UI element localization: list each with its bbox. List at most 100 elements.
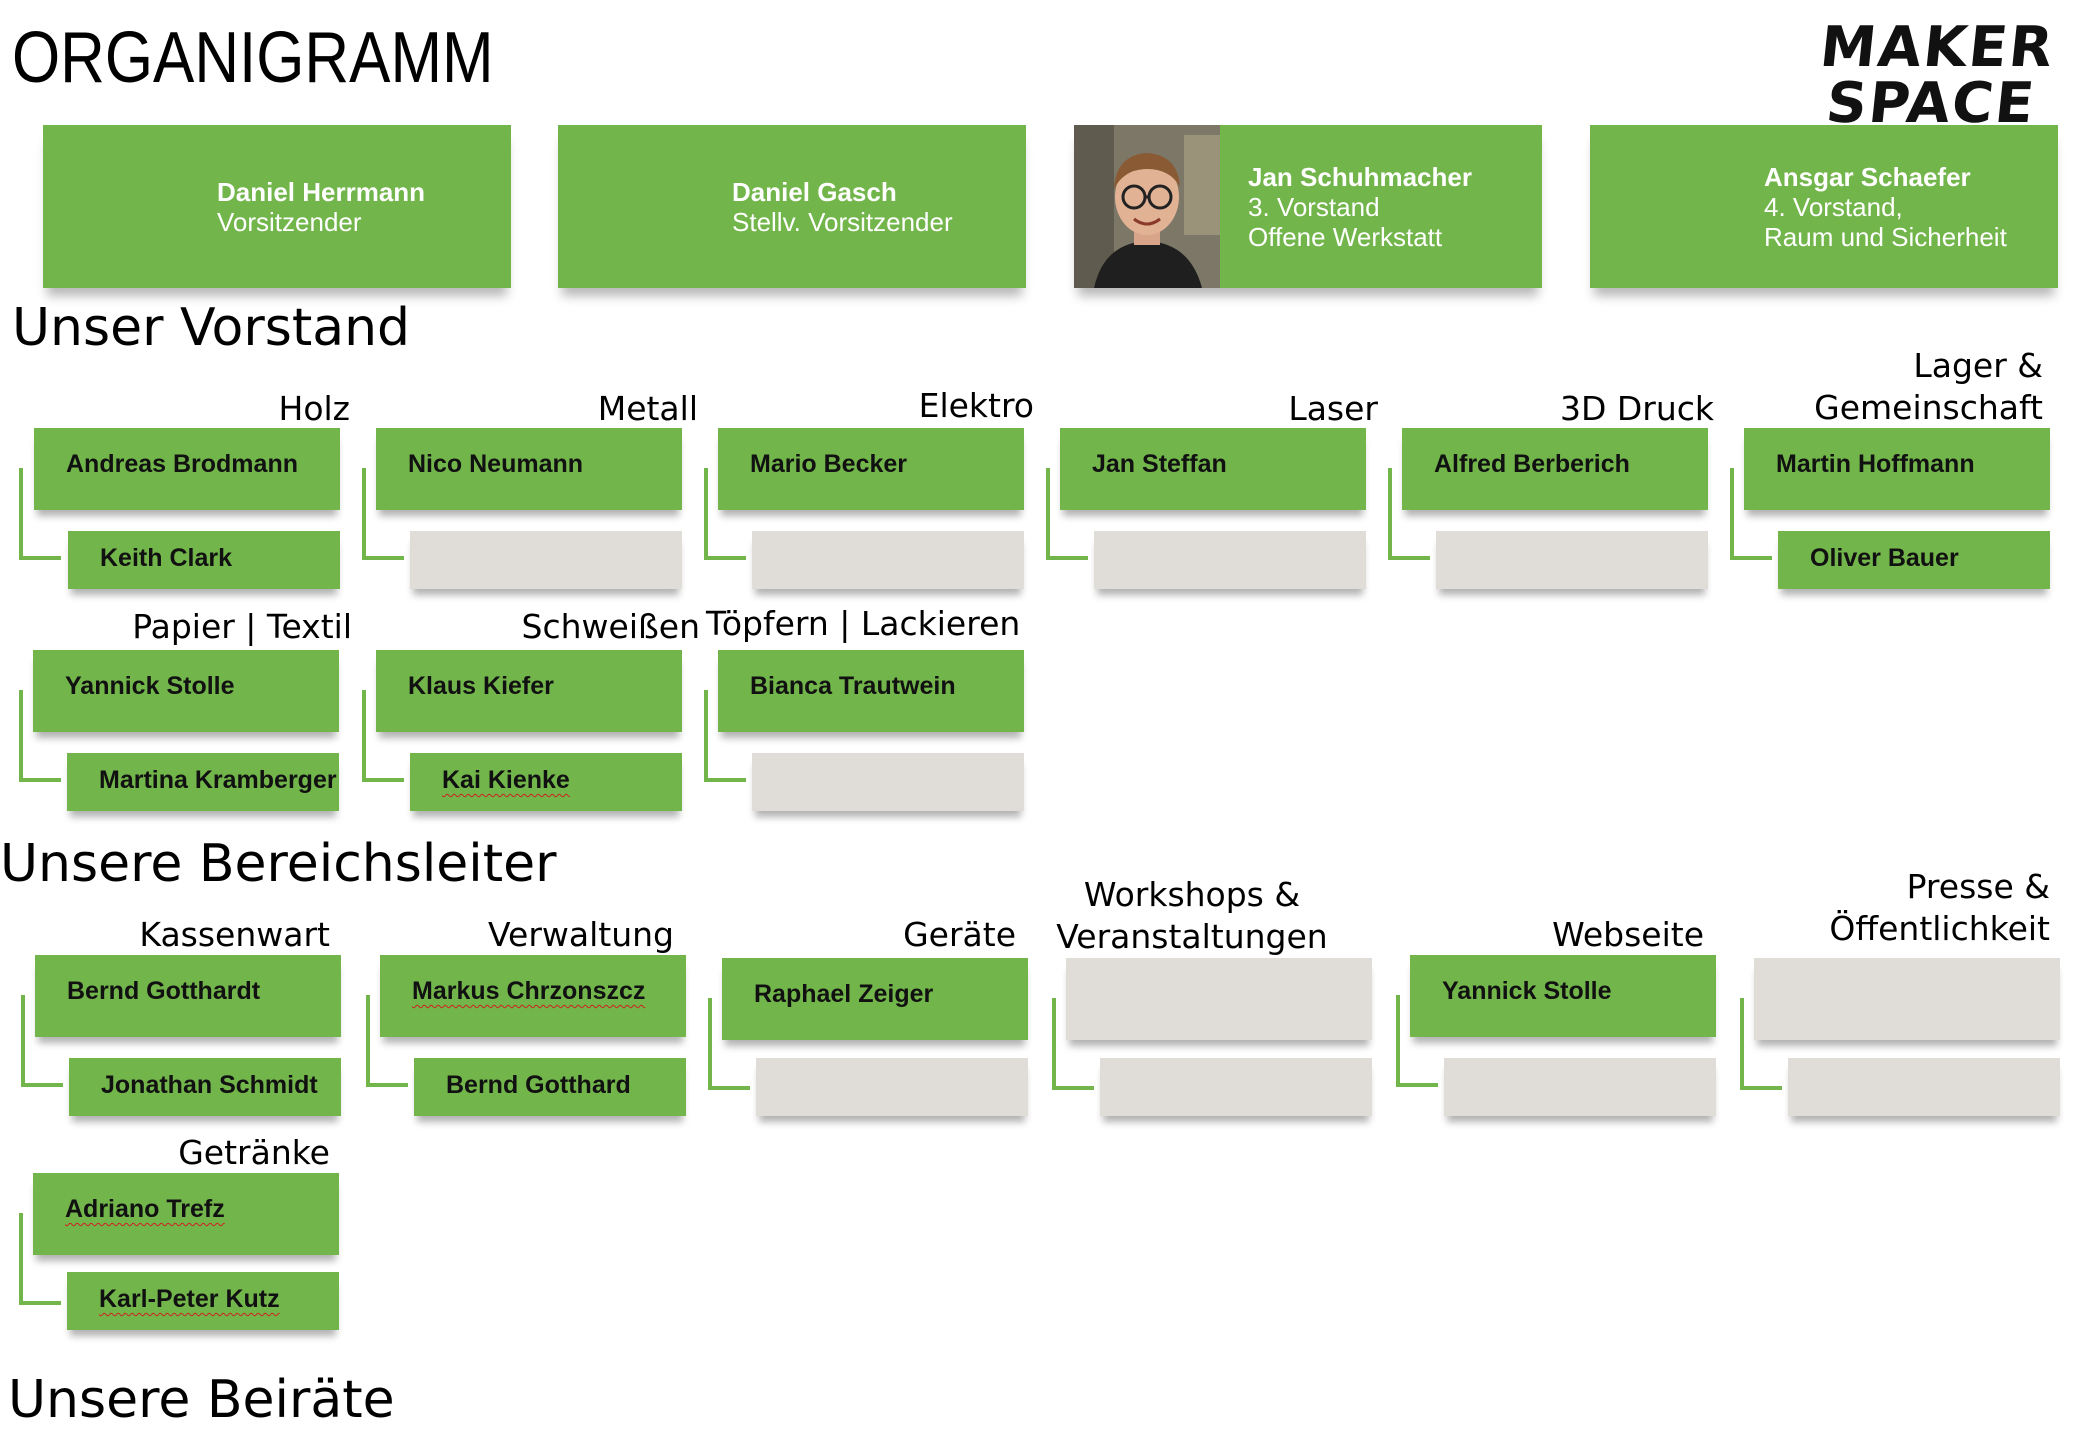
advisor-category: Webseite [1552, 915, 1704, 954]
area-member-name: Martina Kramberger [99, 766, 337, 794]
area-category: Metall [597, 389, 698, 428]
area-lead-name: Bianca Trautwein [750, 672, 956, 700]
board-member-role: 3. Vorstand Offene Werkstatt [1248, 191, 1443, 252]
area-lead-card: Jan Steffan [1060, 428, 1366, 510]
board-card: Jan Schuhmacher 3. Vorstand Offene Werks… [1074, 125, 1542, 288]
connector-line [21, 995, 63, 1087]
connector-line [366, 995, 408, 1087]
advisor-category: Getränke [178, 1133, 330, 1172]
area-member-card-empty [1436, 531, 1708, 589]
area-member-name: Kai Kienke [442, 766, 570, 794]
advisor-member-card-empty [1100, 1058, 1372, 1116]
board-heading: Unser Vorstand [12, 298, 411, 358]
advisor-lead-card-empty [1754, 958, 2060, 1040]
area-lead-name: Alfred Berberich [1434, 450, 1630, 478]
board-card: Ansgar Schaefer 4. Vorstand, Raum und Si… [1590, 125, 2058, 288]
connector-line [1046, 468, 1088, 560]
advisor-lead-card: Bernd Gotthardt [35, 955, 341, 1037]
advisor-member-card: Karl-Peter Kutz [67, 1272, 339, 1330]
advisor-lead-card-empty [1066, 958, 1372, 1040]
connector-line [362, 690, 404, 782]
area-category: 3D Druck [1559, 389, 1714, 428]
advisor-member-card-empty [1788, 1058, 2060, 1116]
connector-line [1740, 998, 1782, 1090]
advisors-heading: Unsere Beiräte [8, 1370, 395, 1430]
advisor-lead-name: Markus Chrzonszcz [412, 977, 646, 1005]
area-category: Töpfern | Lackieren [706, 604, 1021, 643]
advisor-category: Workshops & Veranstaltungen [1056, 875, 1328, 956]
advisor-category: Geräte [903, 915, 1016, 954]
area-lead-name: Jan Steffan [1092, 450, 1227, 478]
connector-line [704, 690, 746, 782]
area-member-card: Kai Kienke [410, 753, 682, 811]
area-lead-name: Andreas Brodmann [66, 450, 298, 478]
makerspace-logo: MAKER SPACE [1822, 15, 2058, 126]
connector-line [19, 468, 61, 560]
svg-text:MAKER: MAKER [1822, 15, 2058, 80]
connector-line [19, 1213, 61, 1305]
advisor-lead-name: Bernd Gotthardt [67, 977, 261, 1005]
area-lead-card: Bianca Trautwein [718, 650, 1024, 732]
area-lead-name: Yannick Stolle [65, 672, 235, 700]
area-lead-name: Mario Becker [750, 450, 908, 478]
area-lead-card: Nico Neumann [376, 428, 682, 510]
area-category: Elektro [918, 386, 1034, 425]
connector-line [19, 690, 61, 782]
area-member-card: Keith Clark [68, 531, 340, 589]
advisor-category: Kassenwart [139, 915, 330, 954]
area-member-card-empty [752, 531, 1024, 589]
advisor-member-name: Bernd Gotthard [446, 1071, 631, 1099]
area-member-card-empty [752, 753, 1024, 811]
area-lead-card: Mario Becker [718, 428, 1024, 510]
board-member-role: 4. Vorstand, Raum und Sicherheit [1764, 191, 2007, 252]
areas-heading: Unsere Bereichsleiter [0, 834, 557, 894]
area-member-name: Keith Clark [100, 544, 232, 572]
connector-line [704, 468, 746, 560]
advisor-member-name: Jonathan Schmidt [101, 1071, 318, 1099]
advisor-lead-card: Markus Chrzonszcz [380, 955, 686, 1037]
advisor-category: Presse & Öffentlichkeit [1829, 867, 2050, 948]
area-category: Lager & Gemeinschaft [1814, 346, 2043, 427]
area-category: Papier | Textil [132, 607, 352, 646]
connector-line [1052, 998, 1094, 1090]
area-member-card: Oliver Bauer [1778, 531, 2050, 589]
advisor-category: Verwaltung [488, 915, 674, 954]
svg-text:SPACE: SPACE [1823, 71, 2039, 126]
area-member-name: Oliver Bauer [1810, 544, 1959, 572]
area-lead-card: Martin Hoffmann [1744, 428, 2050, 510]
area-category: Holz [278, 389, 351, 428]
advisor-member-card: Bernd Gotthard [414, 1058, 686, 1116]
advisor-member-name: Karl-Peter Kutz [99, 1285, 280, 1313]
board-card: Daniel Gasch Stellv. Vorsitzender [558, 125, 1026, 288]
connector-line [1730, 468, 1772, 560]
area-lead-card: Andreas Brodmann [34, 428, 340, 510]
area-lead-card: Klaus Kiefer [376, 650, 682, 732]
connector-line [1388, 468, 1430, 560]
advisor-lead-card: Yannick Stolle [1410, 955, 1716, 1037]
board-member-name: Jan Schuhmacher [1248, 161, 1472, 192]
advisor-lead-card: Adriano Trefz [33, 1173, 339, 1255]
advisor-member-card: Jonathan Schmidt [69, 1058, 341, 1116]
board-member-role: Stellv. Vorsitzender [732, 206, 953, 237]
area-category: Schweißen [521, 607, 700, 646]
advisor-member-card-empty [1444, 1058, 1716, 1116]
advisor-lead-name: Yannick Stolle [1442, 977, 1612, 1005]
board-member-name: Ansgar Schaefer [1764, 161, 1971, 192]
area-lead-name: Nico Neumann [408, 450, 584, 478]
area-member-card-empty [410, 531, 682, 589]
page-title: ORGANIGRAMM [12, 18, 494, 98]
board-card: Daniel Herrmann Vorsitzender [43, 125, 511, 288]
advisor-member-card-empty [756, 1058, 1028, 1116]
advisor-lead-card: Raphael Zeiger [722, 958, 1028, 1040]
connector-line [1396, 995, 1438, 1087]
area-lead-name: Martin Hoffmann [1776, 450, 1975, 478]
advisor-lead-name: Raphael Zeiger [754, 980, 934, 1008]
board-member-role: Vorsitzender [217, 206, 362, 237]
area-lead-name: Klaus Kiefer [408, 672, 554, 700]
connector-line [708, 998, 750, 1090]
member-photo [1074, 125, 1220, 288]
connector-line [362, 468, 404, 560]
board-member-name: Daniel Herrmann [217, 176, 426, 207]
area-lead-card: Alfred Berberich [1402, 428, 1708, 510]
area-category: Laser [1288, 389, 1378, 428]
